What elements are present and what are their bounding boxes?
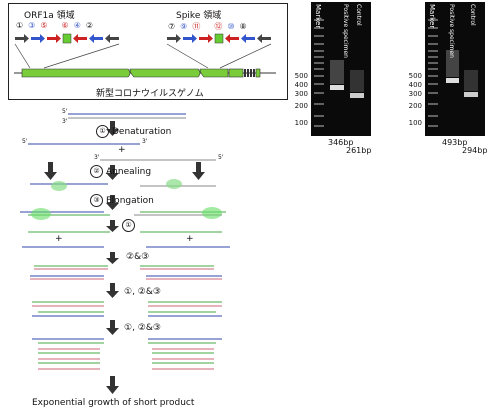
spike-region-title: Spike 領域 <box>176 11 222 21</box>
prime-3-top: 3' <box>62 118 68 125</box>
step-number-1-repeat: ① <box>122 219 135 232</box>
primer-arrow-1 <box>15 34 29 43</box>
primer-arrow-6 <box>73 34 87 43</box>
primer-arrow-11 <box>199 34 213 43</box>
gel-right-tick-100: 100 <box>408 119 422 127</box>
primer-arrow-9 <box>183 34 197 43</box>
gel-right-tick-200: 200 <box>408 102 422 110</box>
gel-right-bp-294: 294bp <box>462 146 488 155</box>
band-493bp <box>446 78 459 83</box>
primer-arrow-5 <box>47 34 61 43</box>
elongation-label: Elongation <box>106 196 154 206</box>
genome-bar <box>14 68 276 78</box>
band-294bp <box>464 92 478 97</box>
primer-arrow-7 <box>167 34 181 43</box>
gel-left-lane-marker: Marker <box>314 4 322 29</box>
denaturation-label: Denaturation <box>112 127 172 137</box>
gel-right-lane-positive: Positive specimen <box>448 4 455 58</box>
gel-right <box>425 2 485 136</box>
gel-right-lane-control: Control <box>469 4 476 26</box>
orf-primer-1: ① <box>16 21 24 30</box>
gel-left-bp-346: 346bp <box>328 138 354 147</box>
gel-left-lane-positive: Positive specimen <box>342 4 349 58</box>
spike-primer-8: ⑧ <box>239 22 247 31</box>
prime-5-strand1: 5' <box>22 138 28 145</box>
step-number-3: ③ <box>90 194 103 207</box>
prime-5-top: 5' <box>62 108 68 115</box>
step-2-and-3: ②&③ <box>126 252 150 262</box>
spike-primer-11: ⑪ <box>192 22 201 31</box>
step-1-repeat: ① <box>122 219 138 232</box>
spike-primer-10: ⑩ <box>227 22 235 31</box>
gel-left-tick-500: 500 <box>294 72 308 80</box>
plus-sign-1: + <box>118 145 126 155</box>
spike-primer-arrows <box>167 33 271 44</box>
primer-arrow-3 <box>31 34 45 43</box>
spike-primer-7: ⑦ <box>168 22 176 31</box>
orf1a-region-title: ORF1a 領域 <box>24 11 75 21</box>
orf-primer-4: ④ <box>73 21 81 30</box>
plus-sign-3: + <box>186 234 194 244</box>
primer-center-box-spike <box>214 33 224 44</box>
orf-primer-3: ③ <box>28 21 36 30</box>
step-number-1: ① <box>96 125 109 138</box>
genome-diagram-box <box>8 3 288 100</box>
plus-sign-2: + <box>55 234 63 244</box>
orf-primer-2: ② <box>85 21 94 30</box>
exponential-growth-label: Exponential growth of short product <box>32 398 195 408</box>
gel-right-bp-493: 493bp <box>442 138 468 147</box>
primer-arrow-8 <box>257 34 271 43</box>
annealing-label: Annealing <box>106 167 152 177</box>
gel-right-tick-300: 300 <box>408 90 422 98</box>
gel-left-bp-261: 261bp <box>346 146 372 155</box>
prime-3-strand2: 3' <box>94 154 100 161</box>
prime-3-strand1: 3' <box>142 138 148 145</box>
gel-left-lane-control: Control <box>355 4 362 26</box>
primer-arrow-2 <box>105 34 119 43</box>
step-1-2-and-3-b: ①, ②&③ <box>124 323 161 333</box>
band-261bp <box>350 93 364 98</box>
pcr-diagram <box>20 113 230 394</box>
gel-left-tick-400: 400 <box>294 81 308 89</box>
gel-left-tick-100: 100 <box>294 119 308 127</box>
orf-primer-6: ⑥ <box>61 21 69 30</box>
orf-primer-5: ⑤ <box>40 21 48 30</box>
band-346bp <box>330 85 344 90</box>
gel-left-tick-200: 200 <box>294 102 308 110</box>
primer-center-box <box>62 33 72 44</box>
primer-arrow-12 <box>225 34 239 43</box>
gel-right-tick-400: 400 <box>408 81 422 89</box>
gel-right-lane-marker: Marker <box>428 4 436 29</box>
prime-5-strand2: 5' <box>218 154 224 161</box>
primer-arrow-10 <box>241 34 255 43</box>
gel-left <box>311 2 371 136</box>
gel-left-tick-300: 300 <box>294 90 308 98</box>
step-number-2: ② <box>90 165 103 178</box>
step-1-2-and-3-a: ①, ②&③ <box>124 287 161 297</box>
spike-primer-12: ⑫ <box>214 22 223 31</box>
spike-primer-9: ⑨ <box>180 22 188 31</box>
genome-caption: 新型コロナウイルスゲノム <box>96 89 204 99</box>
primer-arrow-4 <box>89 34 103 43</box>
orf-primer-arrows <box>15 33 119 44</box>
gel-right-tick-500: 500 <box>408 72 422 80</box>
